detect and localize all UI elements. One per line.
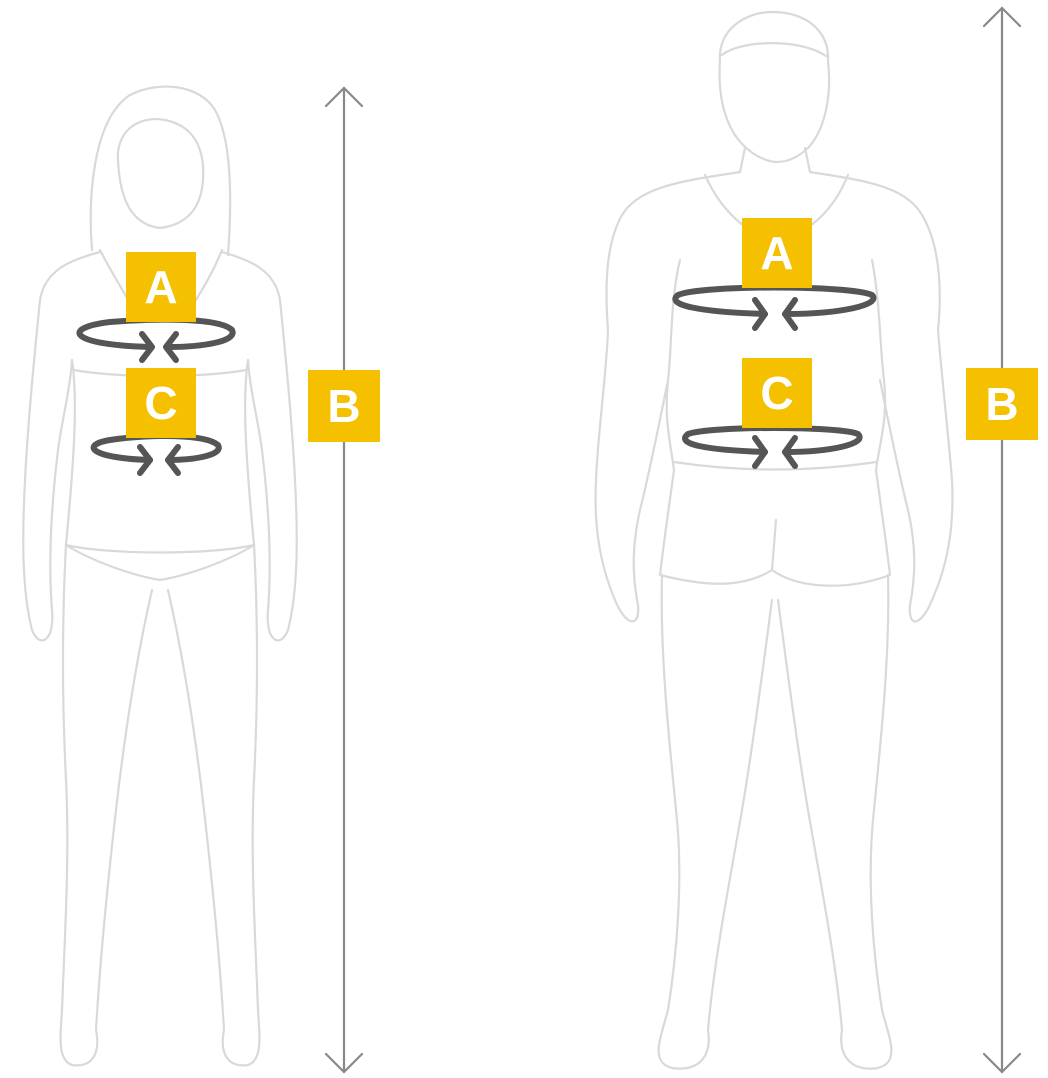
male-chest-measure-arrow <box>675 288 873 329</box>
female-height-label: B <box>308 370 380 442</box>
male-waist-label: C <box>742 358 812 428</box>
male-chest-label: A <box>742 218 812 288</box>
male-figure-outline <box>596 12 953 1069</box>
female-height-arrow <box>326 88 362 1072</box>
female-waist-label: C <box>126 368 196 438</box>
male-height-arrow <box>984 8 1020 1072</box>
female-chest-label: A <box>126 252 196 322</box>
male-height-label: B <box>966 368 1038 440</box>
female-chest-measure-arrow <box>79 320 232 360</box>
female-waist-measure-arrow <box>94 436 219 473</box>
female-figure-outline <box>23 87 296 1066</box>
male-waist-measure-arrow <box>685 428 860 466</box>
